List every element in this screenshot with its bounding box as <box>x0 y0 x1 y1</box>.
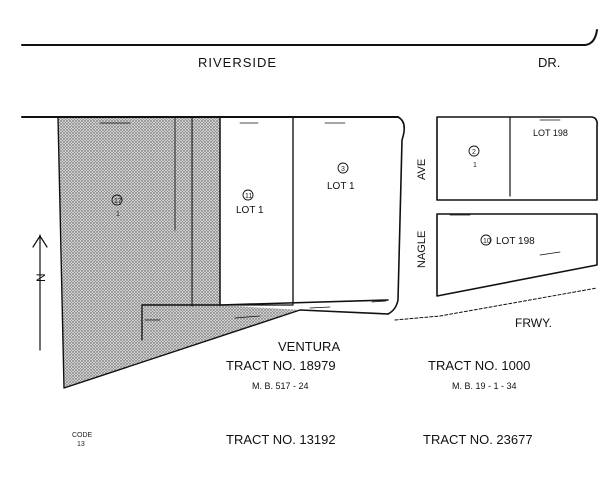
code-label: CODE 13 <box>72 432 93 448</box>
parcel-11-label: 11 LOT 1 <box>236 189 264 216</box>
freeway-line <box>394 287 598 321</box>
ventura-frontage <box>219 299 389 315</box>
tract-1000-mapbook: M. B. 19 - 1 - 34 <box>452 381 517 391</box>
tract-18979-mapbook: M. B. 517 - 24 <box>252 381 309 391</box>
block-198-top-outline <box>436 116 598 201</box>
tract-1000: TRACT NO. 1000 <box>428 358 530 373</box>
svg-text:3: 3 <box>341 166 345 173</box>
svg-text:LOT 1: LOT 1 <box>327 181 355 192</box>
svg-text:1: 1 <box>116 211 120 218</box>
street-riverside: RIVERSIDE <box>198 55 277 70</box>
street-frwy: FRWY. <box>515 316 552 330</box>
street-ventura: VENTURA <box>278 339 340 354</box>
parcel-10-outline <box>436 213 598 297</box>
tract-23677: TRACT NO. 23677 <box>423 432 533 447</box>
svg-text:10: 10 <box>483 238 491 245</box>
svg-text:13: 13 <box>77 441 85 448</box>
parcel-17-label: 17 1 <box>111 194 123 218</box>
street-ave: AVE <box>416 159 428 180</box>
svg-text:2: 2 <box>472 149 476 156</box>
north-label: N <box>34 273 48 282</box>
lot-198-top-label: LOT 198 <box>533 128 568 138</box>
parcel-17-lower-shaded <box>58 117 300 388</box>
svg-text:17: 17 <box>114 198 122 205</box>
block-east-curve <box>387 116 406 315</box>
parcel-17-divider <box>174 116 193 307</box>
svg-text:11: 11 <box>245 193 252 200</box>
riverside-curb-line <box>21 29 598 46</box>
measurement-marks <box>99 119 561 321</box>
parcel-10-label: 10 LOT 198 <box>480 234 535 247</box>
svg-text:1: 1 <box>473 162 477 169</box>
street-dr: DR. <box>538 55 560 70</box>
tract-13192: TRACT NO. 13192 <box>226 432 336 447</box>
parcel-3-label: 3 LOT 1 <box>327 162 355 192</box>
north-arrow: N <box>32 234 48 351</box>
svg-text:CODE: CODE <box>72 432 93 439</box>
street-nagle: NAGLE <box>416 231 428 268</box>
svg-text:LOT 1: LOT 1 <box>236 205 264 216</box>
parcel-2-label: 2 1 <box>468 145 480 169</box>
tract-18979: TRACT NO. 18979 <box>226 358 336 373</box>
svg-text:LOT 198: LOT 198 <box>496 236 535 247</box>
